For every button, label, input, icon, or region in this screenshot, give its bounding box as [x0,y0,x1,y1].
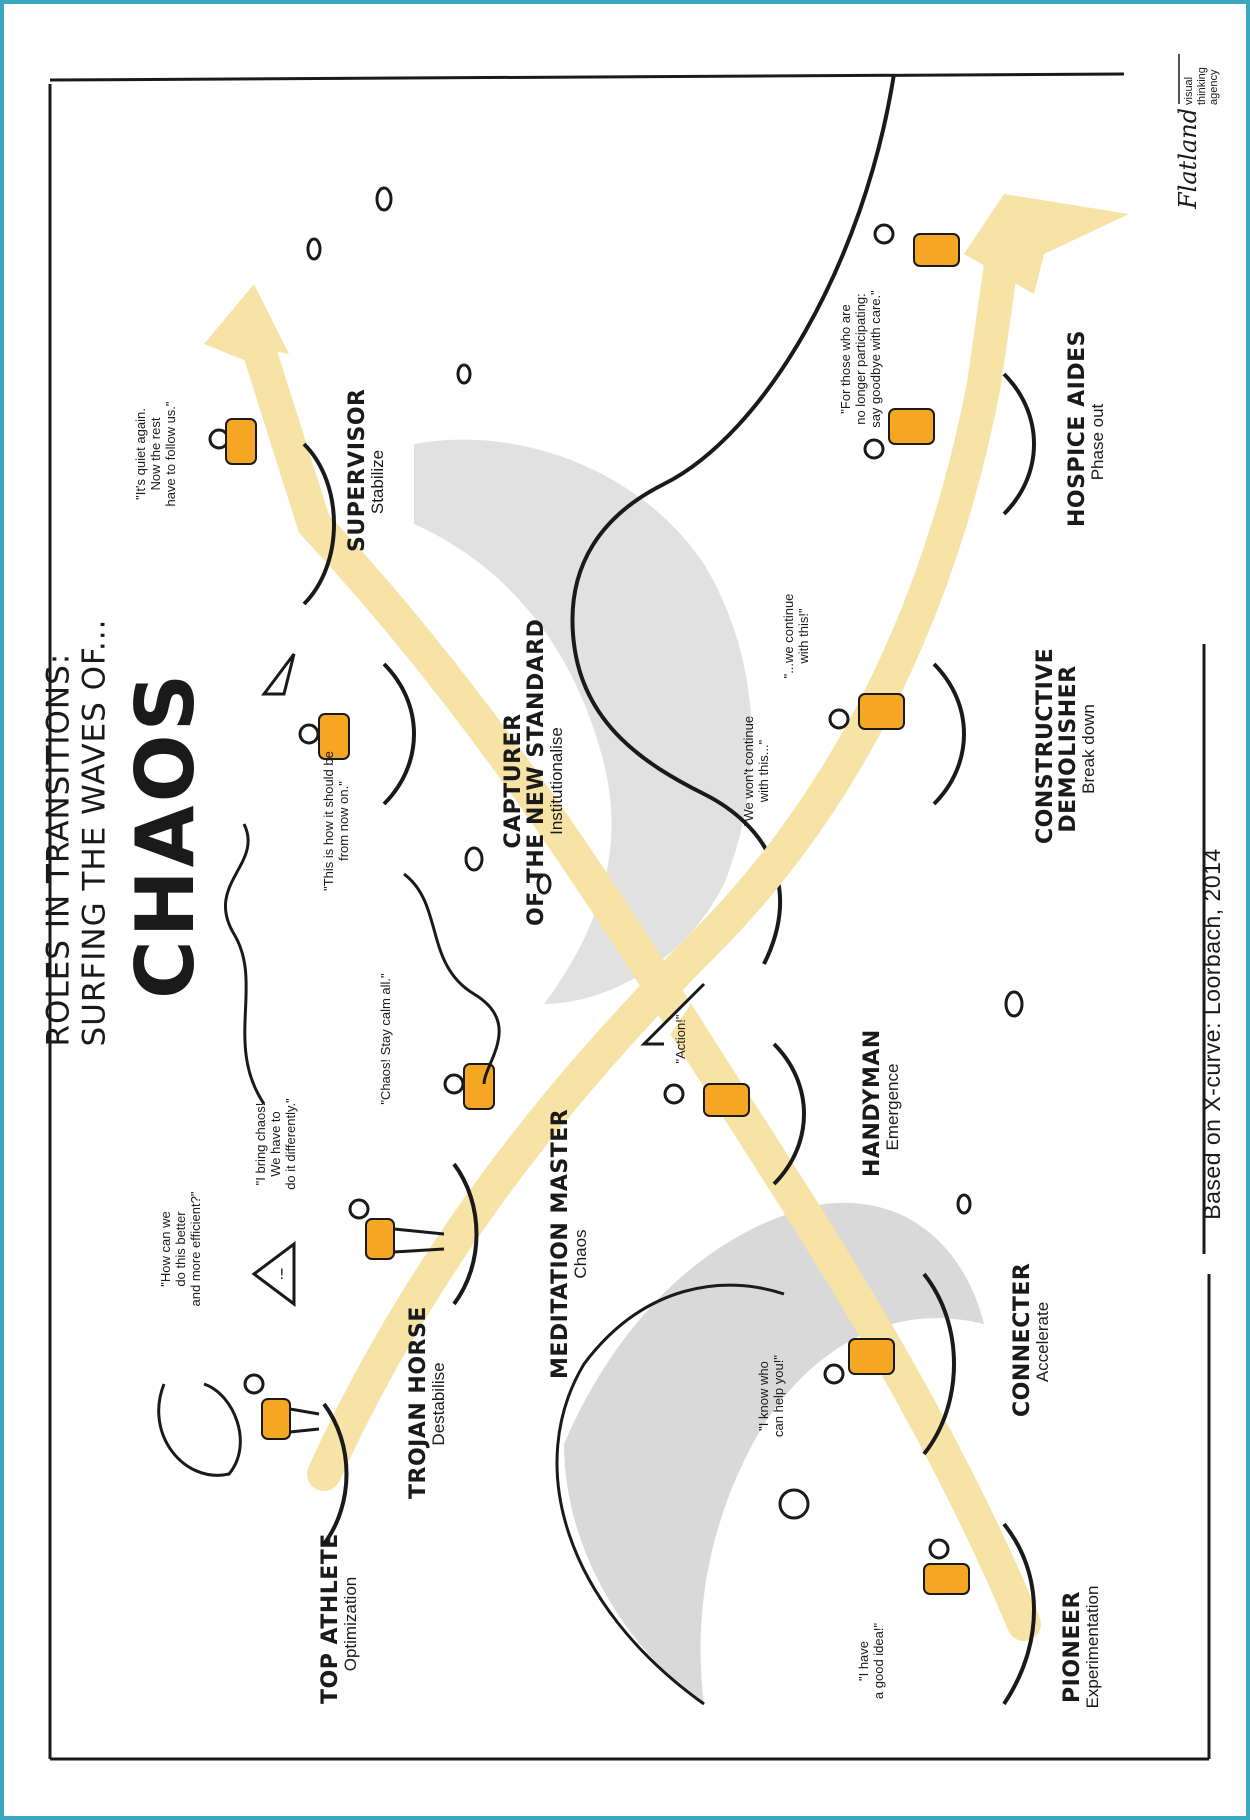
wave-left-line [555,1283,785,1706]
quote-hospice-aides: "For those who are no longer participati… [838,290,883,428]
surfboard-handyman [772,1042,806,1186]
figure-supervisor [208,418,257,465]
role-capturer-name: CAPTURER OF THE NEW STANDARD [501,618,550,926]
surfboard-connecter [922,1272,956,1456]
role-meditation-master-subtitle: Chaos [571,1229,591,1279]
role-top-athlete-subtitle: Optimization [341,1576,361,1672]
quote-capturer: "This is how it should be from now on." [321,751,351,891]
quote-connecter: "I know who can help you!" [756,1355,786,1437]
credit-text: Based on X-curve: Loorbach, 2014 [1199,848,1225,1220]
water-splashes [306,186,1024,1215]
squiggle-arrow-capturer [403,872,501,1085]
role-hospice-aides-subtitle: Phase out [1088,403,1108,481]
role-connecter: CONNECTER Accelerate [1010,1262,1067,1417]
role-trojan-horse: TROJAN HORSE Destabilise [406,1306,467,1499]
quote-handyman: "Action!" [673,1014,688,1064]
logo-signature: Flatland [1174,107,1202,209]
figure-top-athlete [157,1373,320,1477]
quote-demolisher-1: "We won't continue with this..." [741,715,771,827]
role-top-athlete-name: TOP ATHLETE [318,1533,343,1704]
role-pioneer-name: PIONEER [1060,1591,1085,1703]
logo-text-line-2: thinking [1195,67,1208,105]
quote-pioneer: "I have a good idea!" [856,1622,886,1700]
surfboard-hospice [1002,372,1036,516]
x-curve-arrow-rising [307,227,1021,1491]
squiggle-arrow-chaos [224,823,266,1105]
x-curve-arrowhead-rising [964,194,1129,294]
surfboard-pioneer [1002,1522,1036,1706]
svg-text:!: ! [279,1267,285,1283]
role-trojan-horse-subtitle: Destabilise [429,1362,449,1446]
role-demolisher-subtitle: Break down [1079,704,1099,794]
role-handyman: HANDYMAN Emergence [860,1029,917,1177]
wave-shading-bottom [564,1202,984,1704]
role-demolisher: CONSTRUCTIVE DEMOLISHER Break down [1033,647,1114,844]
figure-hospice [863,223,960,460]
logo-text: visual thinking agency [1183,45,1225,105]
quote-demolisher-2: "...we continue with this!" [781,593,811,679]
x-curve-arrowhead-falling [204,284,289,364]
quote-trojan-horse: "I bring chaos! We have to do it differe… [253,1098,298,1190]
role-top-athlete: TOP ATHLETE Optimization [318,1533,379,1704]
role-supervisor-subtitle: Stabilize [368,449,388,515]
role-connecter-subtitle: Accelerate [1033,1301,1053,1383]
role-meditation-master: MEDITATION MASTER Chaos [548,1108,609,1379]
role-handyman-subtitle: Emergence [883,1063,903,1151]
figure-capturer [261,653,350,760]
frame-line-left-top [49,72,1125,82]
title-line-1: ROLES IN TRANSITIONS: [40,652,77,1047]
role-capturer-subtitle: Institutionalise [547,727,567,835]
title-line-2: SURFING THE WAVES OF... [76,618,113,1047]
surfboards [302,372,1036,1706]
figure-pioneer [778,1488,970,1595]
role-supervisor: SUPERVISOR Stabilize [345,388,402,552]
surfboard-trojan-horse [452,1162,479,1306]
role-hospice-aides-name: HOSPICE AIDES [1065,330,1090,527]
surfboard-supervisor [302,442,336,606]
role-trojan-horse-name: TROJAN HORSE [406,1306,431,1499]
role-connecter-name: CONNECTER [1010,1262,1035,1417]
role-supervisor-name: SUPERVISOR [345,388,370,552]
figure-handyman [640,982,750,1117]
surfboard-capturer [382,662,416,806]
figure-demolisher [828,693,905,730]
role-capturer: CAPTURER OF THE NEW STANDARD Institution… [501,618,586,926]
role-pioneer-subtitle: Experimentation [1083,1585,1103,1709]
wave-shading-top [414,439,752,1004]
role-handyman-name: HANDYMAN [860,1029,885,1177]
page-title: ROLES IN TRANSITIONS: SURFING THE WAVES … [40,618,127,1047]
chaos-title: CHAOS [119,670,212,999]
role-pioneer: PIONEER Experimentation [1060,1572,1117,1722]
quote-top-athlete: "How can we do this better and more effi… [158,1191,203,1307]
surfboard-top-athlete [322,1402,349,1546]
wave-crest-line [570,73,896,965]
quote-meditation-master: "Chaos! Stay calm all." [378,973,393,1105]
figure-connecter [823,1338,895,1385]
role-meditation-master-name: MEDITATION MASTER [548,1108,573,1379]
x-curve-arrow-falling [237,317,1041,1641]
figure-trojan-horse: ! [251,1198,445,1307]
logo-text-line-3: agency [1208,69,1221,105]
logo-text-line-1: visual [1183,76,1195,105]
drawing-canvas: ! [48,54,1211,1761]
surfboard-demolisher [932,662,966,806]
quote-supervisor: "It's quiet again. Now the rest have to … [133,401,178,507]
role-hospice-aides: HOSPICE AIDES Phase out [1065,330,1122,527]
role-demolisher-name: CONSTRUCTIVE DEMOLISHER [1033,647,1082,844]
